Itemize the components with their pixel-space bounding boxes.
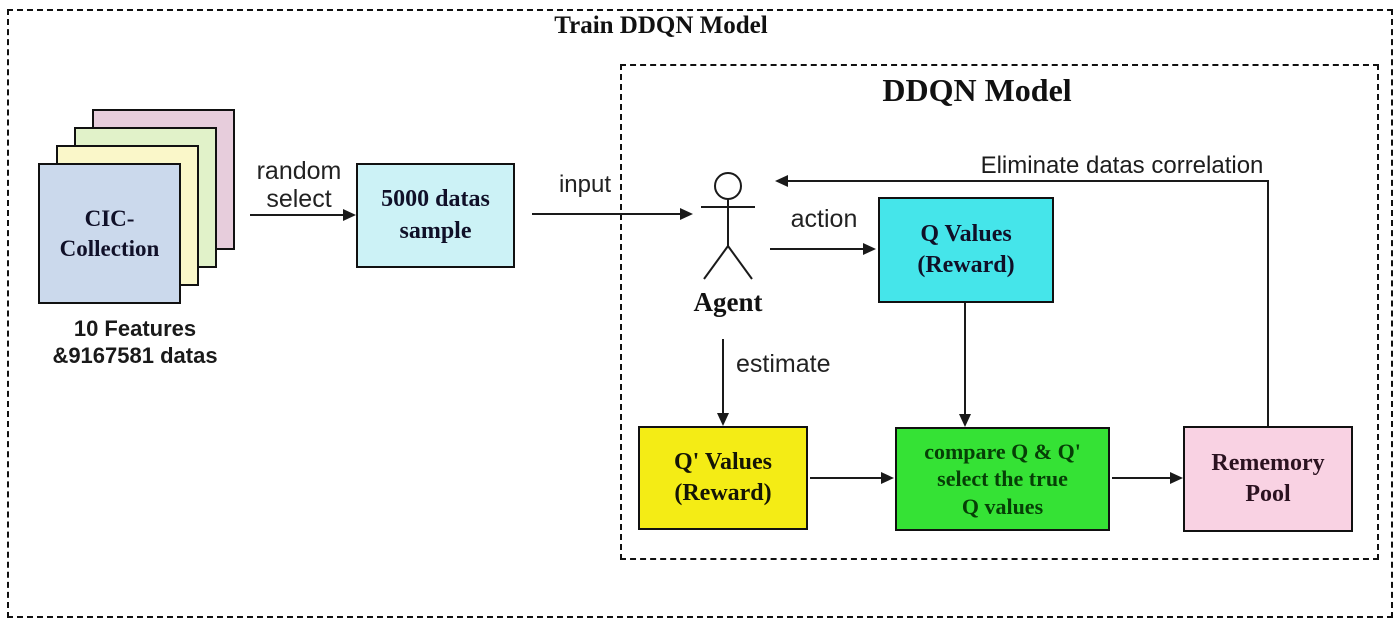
node-q-values-box: Q Values (Reward) — [878, 197, 1054, 303]
sample-line2: sample — [399, 217, 472, 244]
node-rememory-pool-box: Rememory Pool — [1183, 426, 1353, 532]
q-values-line2: (Reward) — [917, 252, 1015, 278]
compare-line1: compare Q & Q' — [924, 438, 1081, 464]
arrow-estimate — [717, 339, 729, 426]
compare-line2: select the true — [937, 466, 1068, 492]
ddqn-model-boundary — [620, 64, 1379, 560]
label-random-select: random select — [246, 157, 352, 213]
cic-label-line1: CIC- — [84, 205, 135, 231]
compare-line3: Q values — [961, 493, 1044, 519]
train-ddqn-boundary — [7, 9, 1393, 618]
arrow-action — [770, 243, 876, 255]
sample-line1: 5000 datas — [381, 186, 490, 213]
random-line1: random — [256, 157, 342, 185]
caption-line1: 10 Features — [73, 316, 197, 341]
dataset-caption: 10 Features &9167581 datas — [25, 316, 245, 370]
label-estimate: estimate — [736, 350, 831, 378]
agent-stick-figure-icon — [701, 172, 755, 280]
node-compare-box: compare Q & Q' select the true Q values — [895, 427, 1110, 531]
node-q-prime-values-box: Q' Values (Reward) — [638, 426, 808, 530]
arrow-eliminate-datas-correlation — [775, 175, 1269, 426]
diagram-title: Train DDQN Model — [554, 12, 768, 39]
arrow-input — [532, 208, 693, 220]
label-eliminate-datas-correlation: Eliminate datas correlation — [980, 152, 1264, 179]
label-action: action — [790, 205, 858, 233]
rememory-line1: Rememory — [1211, 449, 1325, 476]
ddqn-model-title: DDQN Model — [882, 72, 1072, 108]
arrow-qprime-to-compare — [810, 472, 894, 484]
arrow-random-select — [250, 209, 356, 221]
random-line2: select — [266, 184, 332, 213]
arrow-q-to-compare — [959, 303, 971, 427]
arrow-compare-to-rememory — [1112, 472, 1183, 484]
q-prime-line2: (Reward) — [674, 480, 772, 506]
node-sample-box: 5000 datas sample — [356, 163, 515, 268]
q-values-line1: Q Values — [920, 220, 1012, 247]
cic-label-line2: Collection — [59, 235, 160, 261]
rememory-line2: Pool — [1245, 481, 1291, 507]
dataset-card-cic-collection: CIC- Collection — [38, 163, 181, 304]
caption-line2: &9167581 datas — [52, 342, 218, 368]
q-prime-line1: Q' Values — [673, 448, 773, 475]
label-input: input — [558, 171, 612, 198]
label-agent: Agent — [693, 287, 763, 317]
